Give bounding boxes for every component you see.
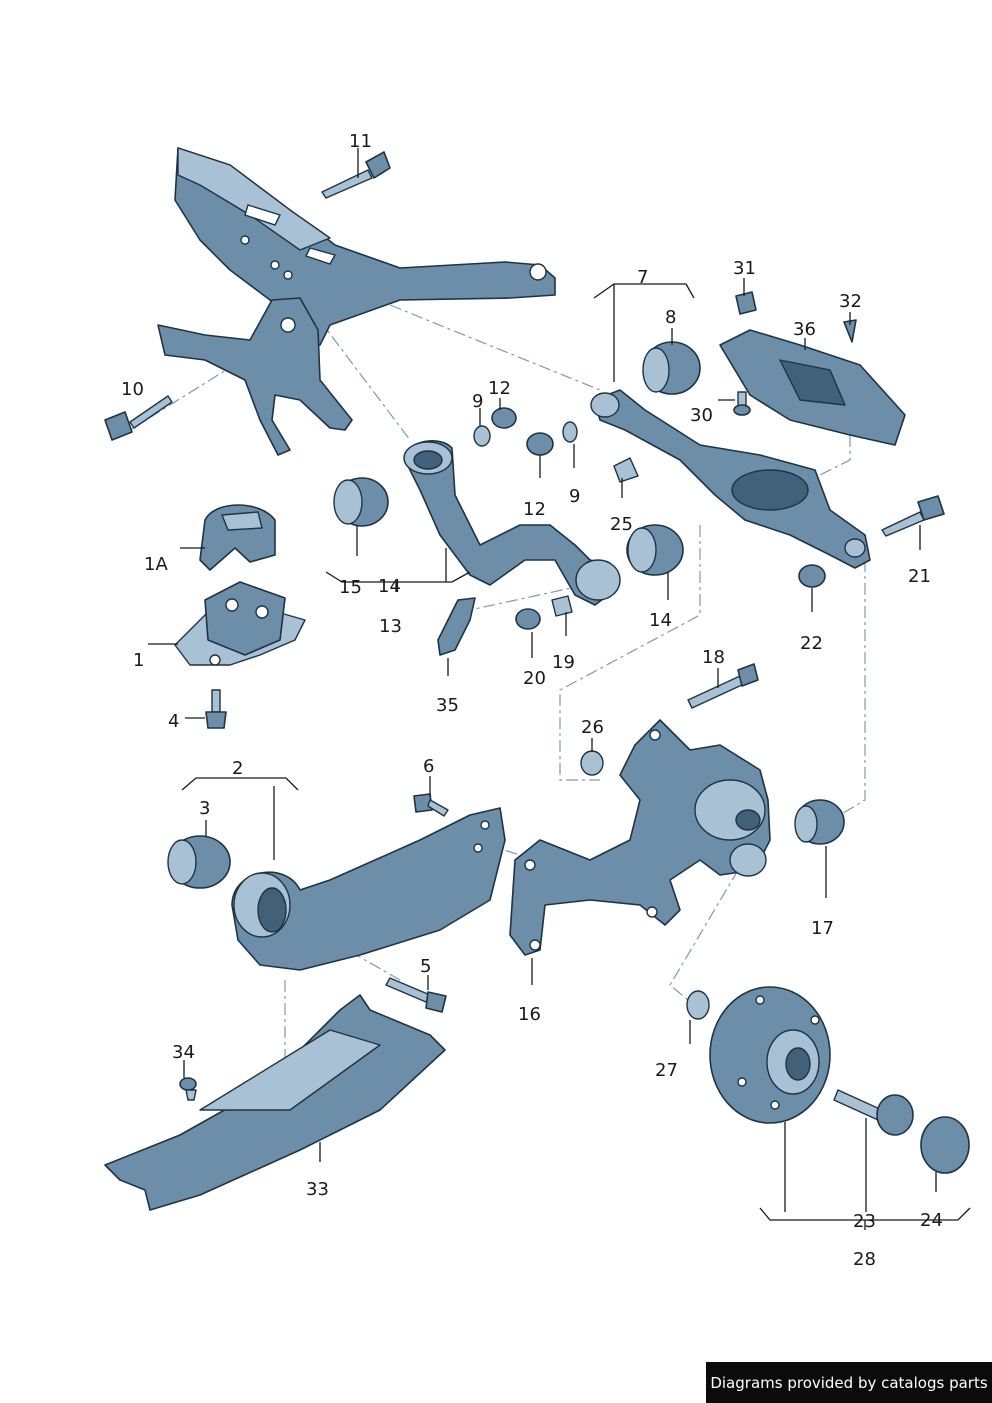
label-4: 4: [168, 711, 179, 732]
trailing-arm-2: [231, 807, 506, 971]
bushing-25: [613, 457, 639, 483]
label-20: 20: [523, 668, 546, 689]
label-11: 11: [349, 131, 372, 152]
clip-34: [179, 1077, 197, 1101]
label-15: 15: [339, 577, 362, 598]
bolt-6: [413, 793, 449, 817]
footer-credit: Diagrams provided by catalogs parts: [706, 1362, 992, 1403]
rear-subframe: [157, 147, 556, 456]
bolt-18: [687, 663, 759, 709]
label-12b: 12: [523, 499, 546, 520]
bolt-21: [881, 495, 945, 537]
label-12a: 12: [488, 378, 511, 399]
label-23: 23: [853, 1211, 876, 1232]
hub-cap-24: [920, 1116, 970, 1174]
label-33: 33: [306, 1179, 329, 1200]
label-30: 30: [690, 405, 713, 426]
footer-credit-text: Diagrams provided by catalogs parts: [710, 1373, 988, 1392]
nut-31: [735, 291, 757, 315]
nut-12-a: [491, 407, 517, 429]
label-34: 34: [172, 1042, 195, 1063]
bushing-3: [167, 835, 231, 889]
bracket-35: [437, 597, 476, 656]
bushing-8: [642, 341, 701, 395]
label-3: 3: [199, 798, 210, 819]
bushing-15: [333, 477, 389, 527]
part-labels: 11 7 31 32 8 36 10 12 9 30 9 12 25 1A 15…: [121, 131, 943, 1270]
mount-1: [174, 581, 306, 666]
label-1: 1: [133, 650, 144, 671]
washer-26: [580, 750, 604, 776]
lower-control-arm-7: [590, 389, 871, 569]
label-28: 28: [853, 1249, 876, 1270]
label-36: 36: [793, 319, 816, 340]
label-10: 10: [121, 379, 144, 400]
label-6: 6: [423, 756, 434, 777]
label-27: 27: [655, 1060, 678, 1081]
label-32: 32: [839, 291, 862, 312]
label-35: 35: [436, 695, 459, 716]
bolt-11: [321, 151, 391, 199]
wheel-bearing-housing-16: [509, 719, 771, 956]
bolt-10: [104, 395, 173, 441]
washer-9-b: [562, 421, 578, 443]
label-5: 5: [420, 956, 431, 977]
label-24: 24: [920, 1210, 943, 1231]
nut-22: [798, 564, 826, 588]
label-7: 7: [637, 267, 648, 288]
spring-plate-36: [719, 329, 906, 446]
underbody-shield-33: [104, 994, 446, 1211]
bolt-4: [205, 689, 227, 729]
bump-stop-1a: [199, 504, 276, 571]
bolt-30: [733, 391, 751, 416]
leader-lines: [148, 148, 971, 1230]
label-14b: 14: [649, 610, 672, 631]
label-13: 13: [379, 616, 402, 637]
wheel-hub-28: [709, 986, 831, 1124]
label-9a: 9: [472, 391, 483, 412]
label-21: 21: [908, 566, 931, 587]
label-22: 22: [800, 633, 823, 654]
bushing-14: [626, 524, 684, 576]
label-17: 17: [811, 918, 834, 939]
label-31: 31: [733, 258, 756, 279]
label-25: 25: [610, 514, 633, 535]
label-1a: 1A: [144, 554, 168, 575]
nut-12-b: [526, 432, 554, 456]
upper-control-arm-13: [403, 440, 621, 606]
label-18: 18: [702, 647, 725, 668]
nut-20: [515, 608, 541, 630]
label-19: 19: [552, 652, 575, 673]
label-26: 26: [581, 717, 604, 738]
bolt-5: [385, 977, 447, 1013]
label-2: 2: [232, 758, 243, 779]
washer-19: [551, 595, 573, 617]
washer-9-a: [473, 425, 491, 447]
label-16: 16: [518, 1004, 541, 1025]
hub-bolt-23: [833, 1089, 914, 1136]
label-8: 8: [665, 307, 676, 328]
label-14a: 14: [378, 576, 401, 597]
washer-27: [686, 990, 710, 1020]
label-9b: 9: [569, 486, 580, 507]
bushing-17: [794, 799, 845, 845]
